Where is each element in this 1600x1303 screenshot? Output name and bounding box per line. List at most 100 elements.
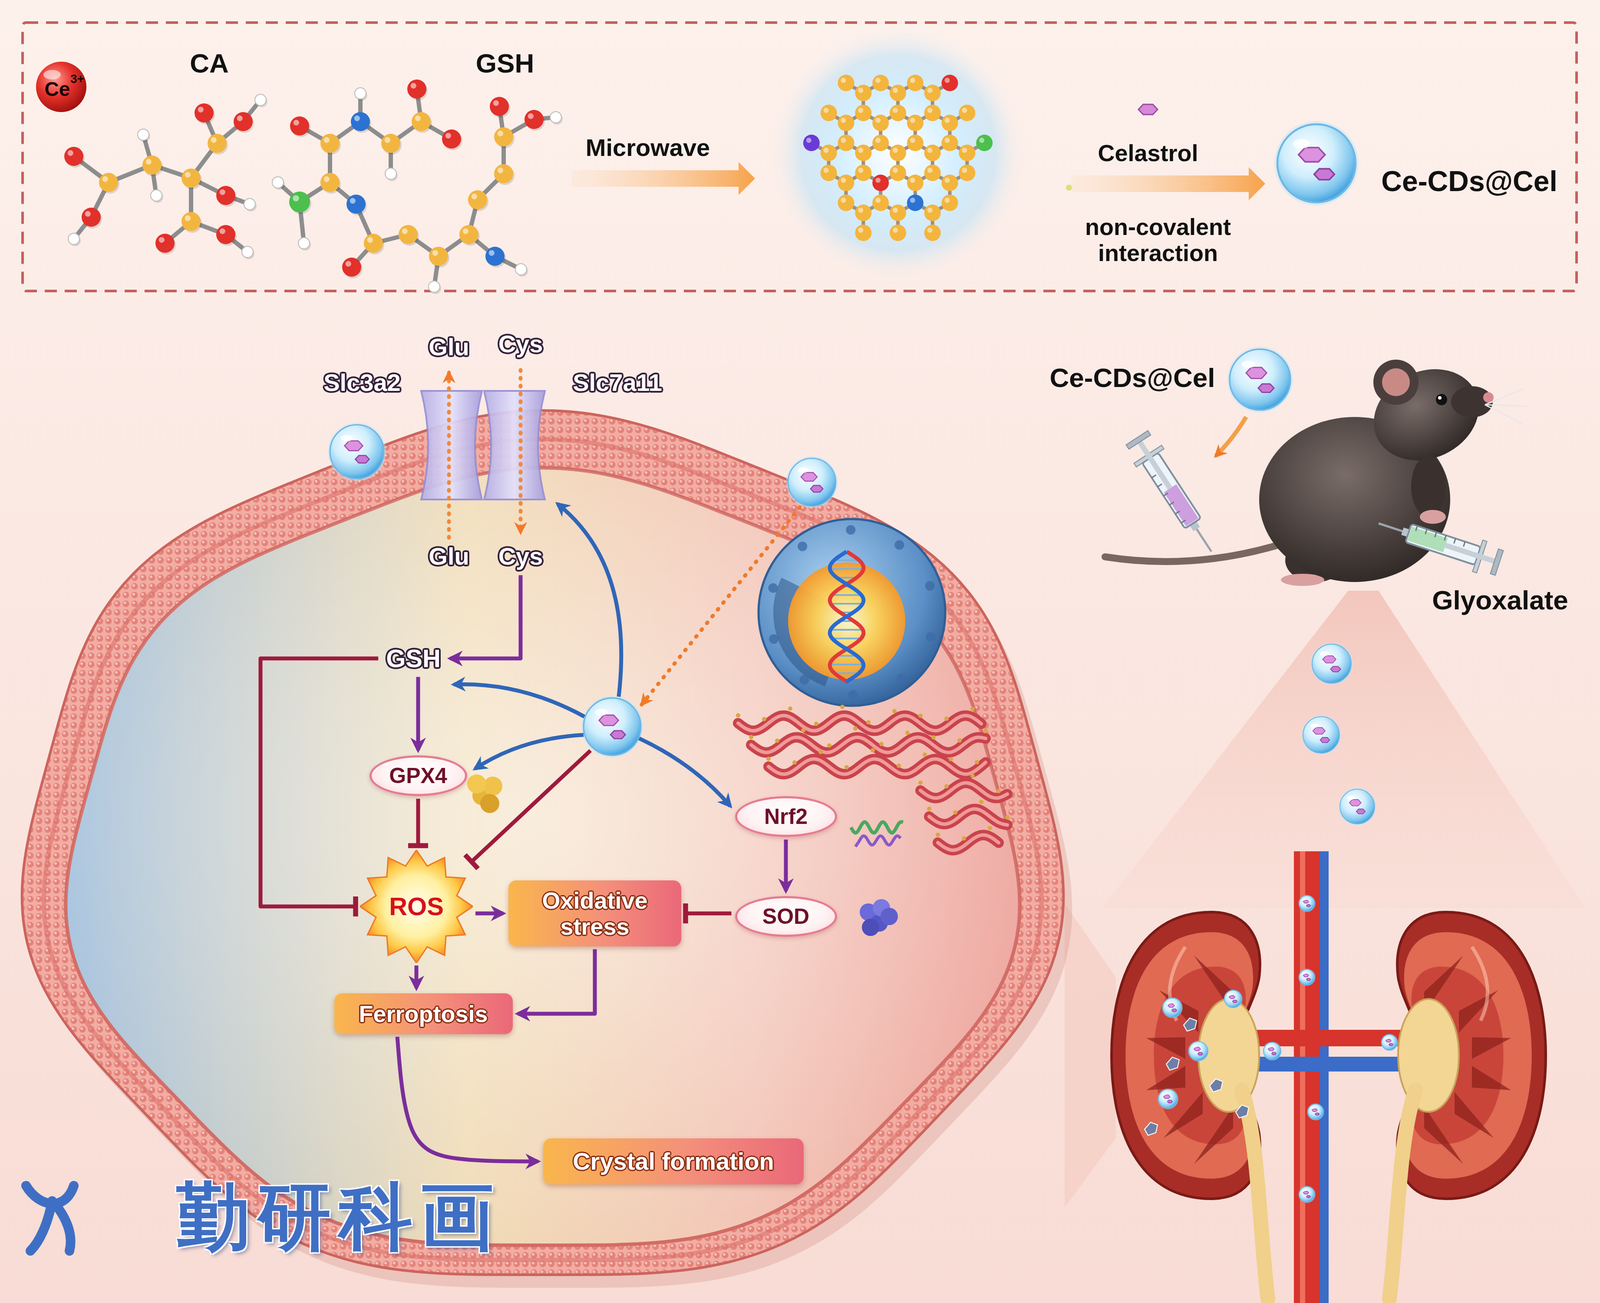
nanoparticle-part [1166, 1001, 1172, 1004]
endoplasmic-reticulum-part [935, 832, 941, 837]
carbon-dot-part [892, 147, 898, 153]
nanoparticle-part [1306, 978, 1311, 981]
logo-mark [26, 1185, 74, 1251]
injection-arrow [1215, 416, 1247, 456]
nucleus-part [848, 689, 858, 700]
nanoparticle-part [1227, 346, 1293, 413]
watermark-logo [26, 1185, 74, 1251]
nanoparticle [786, 456, 838, 509]
carbon-dot-part [924, 104, 941, 122]
molecule-model-part [152, 191, 157, 196]
synthesis-scheme [36, 22, 1359, 294]
molecule-model-part [219, 228, 226, 235]
carbon-dot-part [854, 104, 872, 122]
molecule-model-part [345, 260, 352, 267]
node-text: ROS [389, 892, 444, 921]
node-text: Nrf2 [764, 804, 808, 829]
kidney-part [1424, 1106, 1464, 1165]
syringe-part [1415, 525, 1418, 531]
activation-arrow [517, 948, 596, 1014]
carbon-dot-part [857, 227, 864, 233]
nanoparticle [1187, 1040, 1209, 1062]
nanoparticle-part [1268, 1047, 1275, 1051]
nanoparticle-part [1163, 1094, 1171, 1099]
molecule-model-part [494, 127, 514, 147]
syringe-part [1169, 501, 1174, 505]
molecule-model-part [356, 89, 361, 94]
nanoparticle-actions-part [641, 507, 800, 705]
molecule-model-part [150, 189, 162, 202]
protein-icons-part [880, 907, 898, 925]
molecule-model-part [211, 137, 217, 143]
molecule-model-part [367, 237, 373, 243]
protein-ellipse: GPX4 [369, 755, 468, 796]
nanoparticle-part [1246, 367, 1267, 379]
molecule-model-part [363, 233, 383, 253]
carbon-dot-part [910, 77, 916, 83]
endoplasmic-reticulum-part [983, 728, 988, 733]
molecule-model-part [462, 228, 469, 235]
molecule-model [64, 94, 268, 260]
nanoparticle-part [1161, 996, 1183, 1018]
molecule-model-part [354, 115, 360, 122]
nanoparticle-part [1263, 1042, 1281, 1060]
nanoparticle-part [355, 455, 370, 463]
endoplasmic-reticulum-part [775, 738, 780, 743]
carbon-dot-part [924, 204, 941, 222]
nanoparticle-part [1229, 995, 1236, 999]
syringe-part [1435, 531, 1437, 537]
syringe-part [1444, 542, 1495, 564]
carbon-dot-part [837, 134, 855, 152]
node-text: GPX4 [389, 763, 447, 788]
nanoparticle-part [1312, 727, 1326, 734]
molecule-name: Cys [494, 541, 547, 572]
molecule-model-part [233, 112, 253, 132]
carbon-dot-part [892, 107, 898, 113]
endoplasmic-reticulum-part [957, 738, 962, 743]
molecule-model-part [137, 128, 149, 141]
label: CA [189, 48, 229, 79]
endoplasmic-reticulum-part [762, 716, 767, 722]
molecule-model-part [489, 96, 509, 116]
node-text: Ferroptosis [358, 1000, 488, 1027]
nanoparticle-part [340, 435, 353, 442]
kidney-part [1471, 946, 1488, 1021]
nanoparticle [1307, 1103, 1325, 1121]
molecule-model-part [254, 94, 267, 106]
nucleus-part [894, 540, 904, 550]
endoplasmic-reticulum-part [931, 735, 936, 740]
carbon-dot-part [924, 144, 941, 162]
carbon-dot-part [875, 117, 881, 123]
syringe-part [1163, 492, 1168, 496]
process-arrow [571, 161, 756, 195]
carbon-dot-part [872, 114, 889, 132]
inhibition-line [685, 911, 732, 916]
rat-part [1435, 393, 1448, 406]
nucleus-part [830, 602, 864, 605]
label: Slc3a2 [323, 369, 401, 397]
molecule-model-part [158, 237, 165, 243]
protein-ellipse: Nrf2 [735, 795, 838, 837]
carbon-dot-part [872, 174, 889, 192]
process-arrow [1071, 167, 1266, 201]
carbon-dot-part [958, 164, 976, 182]
molecule-model-part [350, 112, 370, 132]
molecule-model-part [64, 146, 84, 166]
nanoparticle-part [344, 440, 363, 451]
carbon-dot-part [837, 74, 855, 92]
nanoparticle-part [1271, 1052, 1277, 1055]
crystal [1183, 1017, 1197, 1031]
nucleus-part [925, 580, 935, 591]
molecule-model-part [181, 168, 201, 188]
carbon-dot-part [961, 147, 967, 153]
molecule-model-part [552, 113, 556, 118]
carbon-dot-part [958, 144, 976, 162]
endoplasmic-reticulum-part [1005, 814, 1010, 819]
nanoparticle-part [1197, 1052, 1203, 1055]
dashed-frame [22, 22, 1577, 291]
molecule-model-part [98, 172, 119, 192]
molecule-model-part [402, 228, 408, 235]
molecule-model-part [387, 170, 391, 174]
molecule-model-part [145, 158, 152, 165]
